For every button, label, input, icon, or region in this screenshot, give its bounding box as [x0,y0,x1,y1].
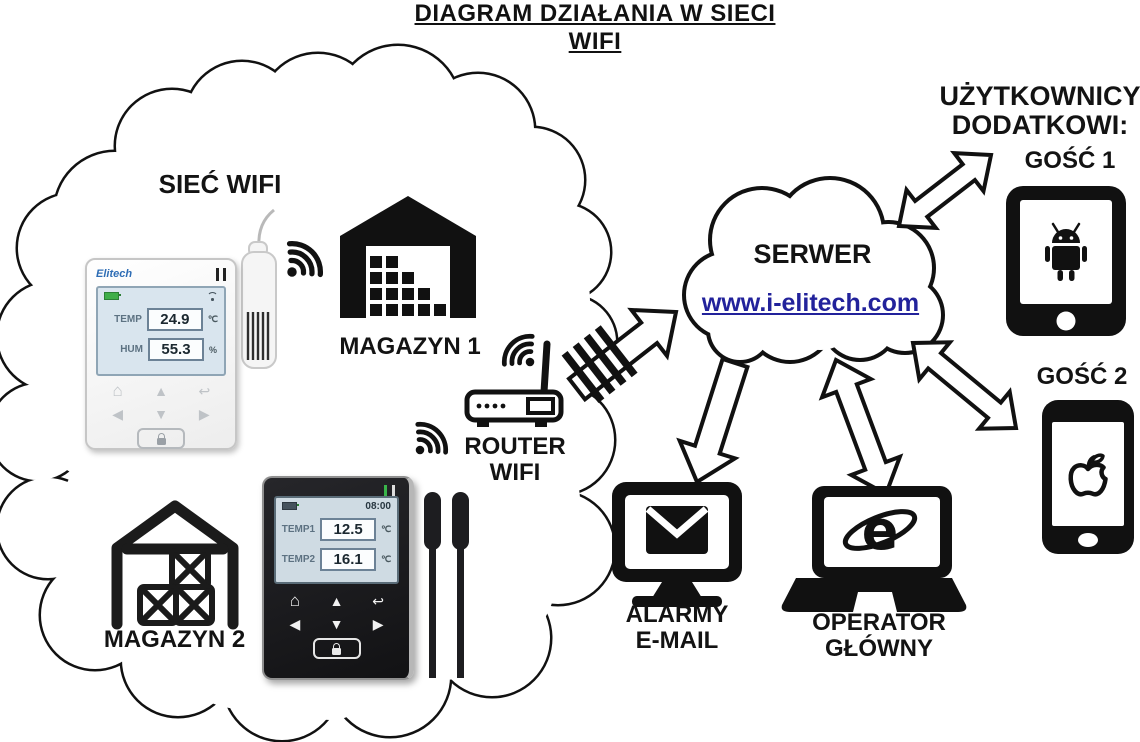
wifi-logger-device-1: Elitech TEMP 24.9 ℃ HUM 55.3 % ⌂ ▲ ↩ ◀ [85,258,237,450]
status-leds [384,485,395,496]
battery-icon [282,502,299,510]
warehouse-1-icon [340,196,476,318]
warehouse-2-label: MAGAZYN 2 [103,626,246,653]
arrow-server-to-email [676,356,750,485]
right-key-icon: ▶ [198,406,210,422]
wifi-network-label: SIEĆ WIFI [158,169,282,199]
back-key-icon: ↩ [372,593,385,609]
arrow-server-guest1 [896,150,994,231]
temperature-probes-icon [424,492,469,678]
router-label: ROUTER WIFI [464,433,566,486]
down-key-icon: ▼ [154,406,168,422]
speaker-vents [216,267,226,281]
right-key-icon: ▶ [372,616,384,632]
home-key-icon: ⌂ [289,591,300,610]
warehouse-2-icon [111,500,239,630]
hum-value: 55.3 [147,338,204,361]
wifi-logger-device-2: 08:00 TEMP1 12.5 ℃ TEMP2 16.1 ℃ ⌂ ▲ ↩ ◀ … [262,476,414,680]
logger-2-screen: 08:00 TEMP1 12.5 ℃ TEMP2 16.1 ℃ [274,496,399,584]
hatch-stripe [583,333,627,386]
arrow-server-guest2 [910,340,1019,431]
server-label: SERWER [753,239,872,269]
lock-button [137,428,185,449]
left-key-icon: ◀ [289,616,301,632]
humidity-probe-icon [241,208,277,369]
main-operator-label: OPERATOR GŁÓWNY [812,609,946,662]
arrow-server-operator [818,357,904,497]
email-alarms-label: ALARMY E-MAIL [625,601,729,654]
tablet-android-icon [1006,186,1126,336]
page-title: DIAGRAM DZIAŁANIA W SIECI WIFI [414,0,776,55]
guest-2-label: GOŚĆ 2 [1036,363,1128,390]
guest-1-label: GOŚĆ 1 [1024,147,1116,174]
operator-laptop-icon: e [781,486,967,612]
server-cloud-shape [682,176,945,364]
email-monitor-icon [612,482,742,607]
wifi-status-icon [206,292,218,301]
touch-keys: ⌂ ▲ ↩ ◀ ▼ ▶ [96,381,226,422]
warehouse-1-label: MAGAZYN 1 [339,333,481,360]
temp1-value: 12.5 [320,518,377,541]
wireless-link-hatch [561,325,638,404]
internet-explorer-icon: e [862,499,899,562]
down-key-icon: ▼ [329,616,344,632]
temp2-value: 16.1 [320,548,377,571]
additional-users-heading: UŻYTKOWNICY DODATKOWI: [939,81,1140,141]
server-url-link[interactable]: www.i-elitech.com [701,289,920,317]
lock-button [312,638,361,659]
temp-value: 24.9 [146,308,203,331]
touch-keys: ⌂ ▲ ↩ ◀ ▼ ▶ [274,591,399,632]
lock-icon [332,642,341,655]
logger-1-screen: TEMP 24.9 ℃ HUM 55.3 % [96,286,226,376]
up-key-icon: ▲ [154,383,168,399]
battery-icon [104,292,121,300]
ie-orbit [842,509,918,551]
left-key-icon: ◀ [112,406,124,422]
android-robot-icon [1045,222,1087,281]
hatch-stripe [594,325,638,378]
router-icon [464,340,564,427]
apple-logo-icon [1068,453,1108,497]
hatch-stripe [572,342,616,395]
phone-apple-icon [1042,400,1134,554]
clock: 08:00 [365,500,391,512]
home-key-icon: ⌂ [112,381,123,400]
elitech-logo: Elitech [96,268,133,280]
lock-icon [156,432,166,445]
back-key-icon: ↩ [198,383,211,399]
up-key-icon: ▲ [329,593,344,609]
hatch-stripe [561,350,605,404]
